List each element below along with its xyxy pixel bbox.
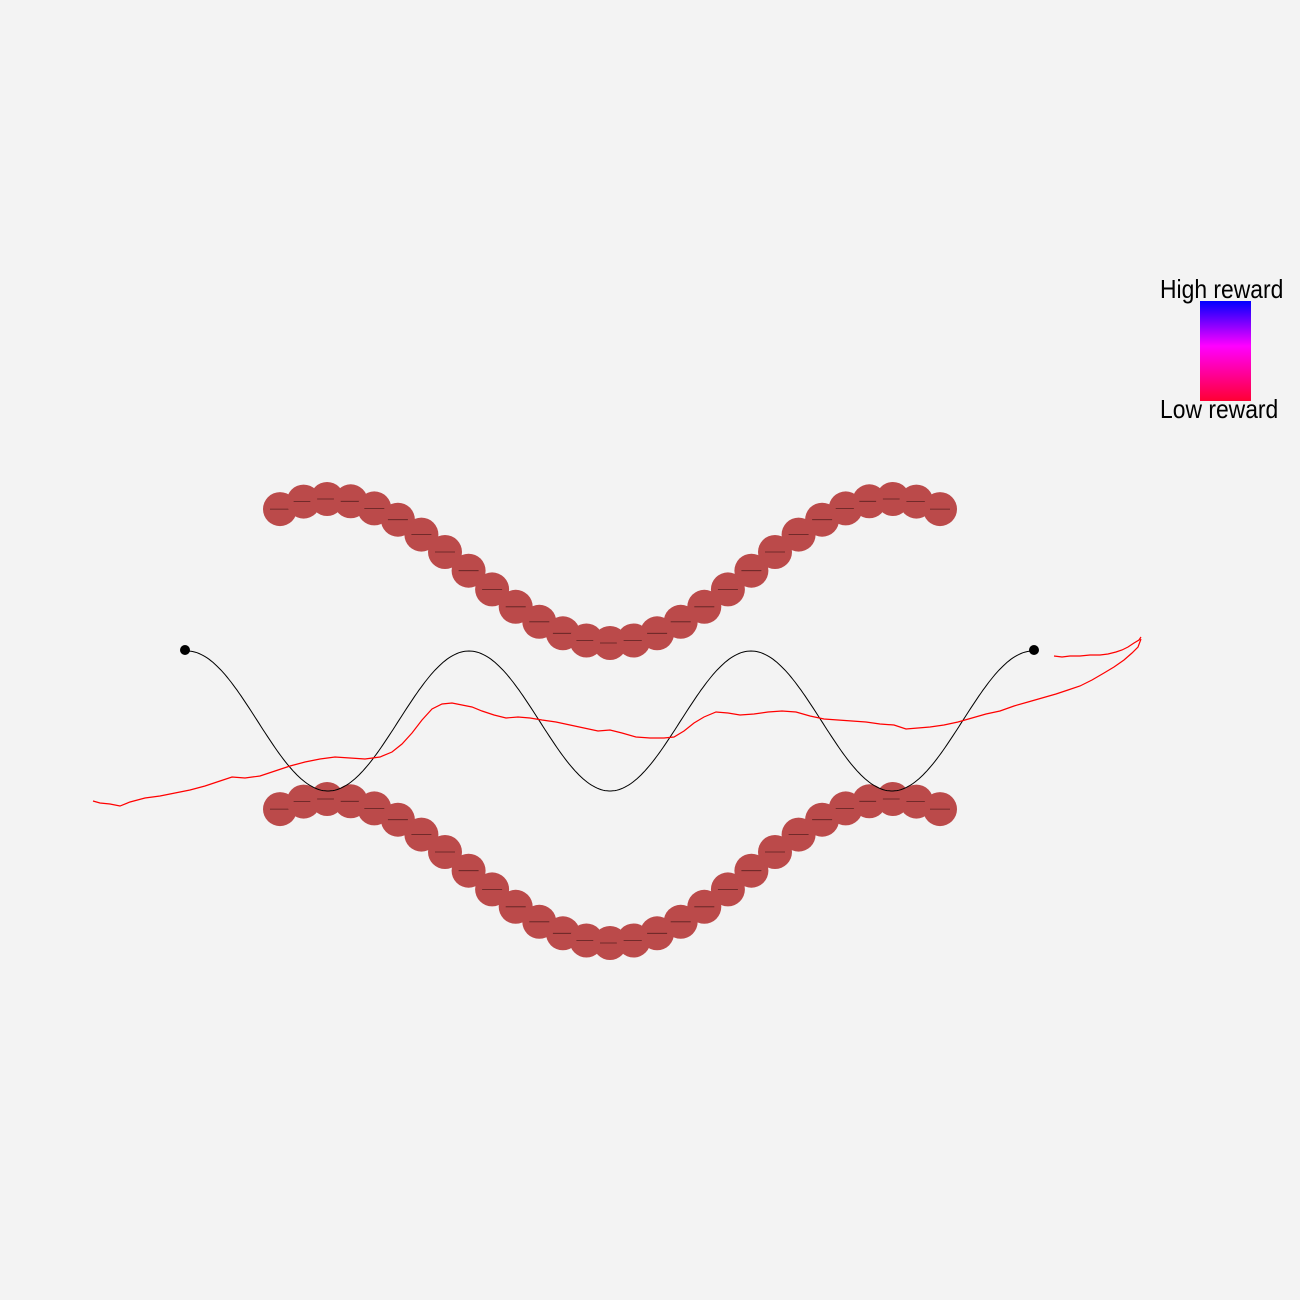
robot-trajectory-tail	[1053, 636, 1142, 658]
obstacle-row-top	[263, 482, 957, 660]
legend-high-reward-label: High reward	[1160, 274, 1284, 304]
legend-low-reward-label: Low reward	[1160, 394, 1279, 424]
reference-path	[184, 650, 1034, 792]
obstacle-row-bottom	[263, 782, 957, 960]
robot-trajectory	[92, 638, 1142, 807]
reward-color-scale	[1200, 301, 1251, 401]
start-point-marker	[180, 645, 190, 655]
end-point-marker	[1029, 645, 1039, 655]
